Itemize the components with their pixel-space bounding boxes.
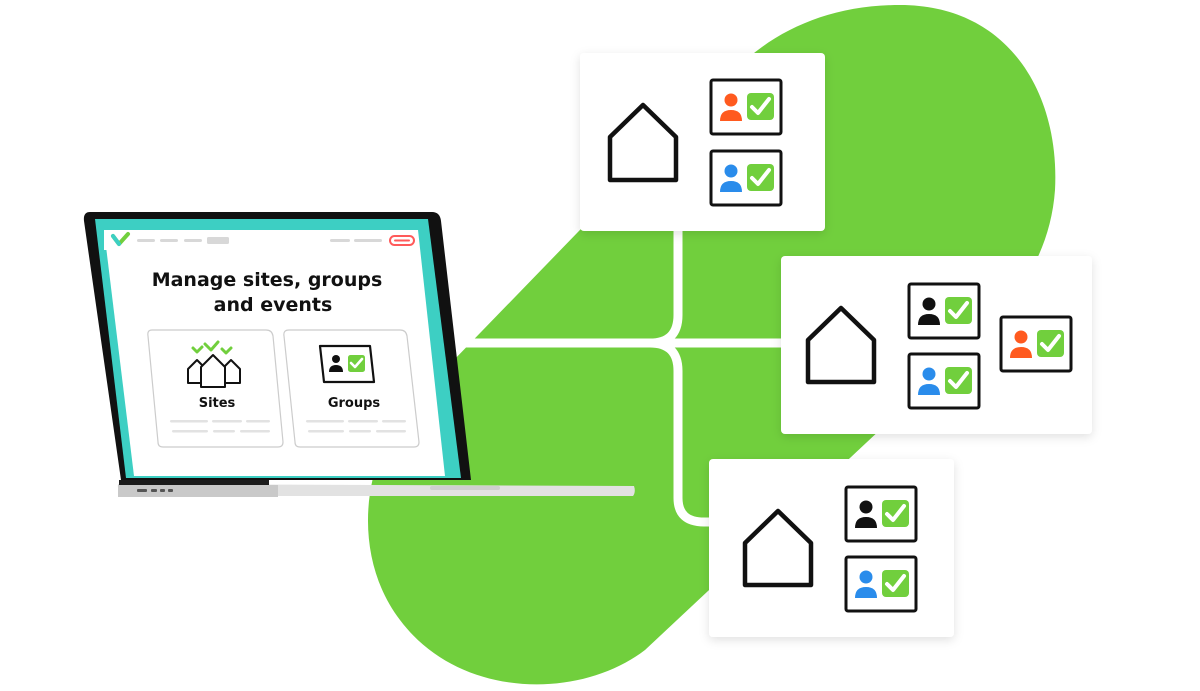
- member-badge-blue: [907, 352, 981, 410]
- member-badge-black: [907, 282, 981, 340]
- laptop-card-sites: Sites: [147, 329, 284, 448]
- site-card: [709, 459, 954, 637]
- sites-check-marks: [191, 340, 233, 355]
- house-icon: [805, 305, 877, 385]
- connector-to-site-card-3: [645, 338, 725, 527]
- laptop-page-nav: [104, 230, 418, 250]
- member-badge-blue: [709, 149, 783, 207]
- site-card: [781, 256, 1092, 434]
- house-icon: [742, 508, 814, 588]
- laptop: Manage sites, groups and events Sites: [83, 212, 635, 497]
- group-member-check-icon: [318, 344, 376, 384]
- member-badge-orange: [709, 78, 783, 136]
- laptop-hinge: [119, 480, 269, 485]
- laptop-headline-line2: and events: [214, 294, 333, 316]
- laptop-card-sites-placeholder-lines: [170, 420, 270, 433]
- site-card: [580, 53, 825, 231]
- member-badge-blue: [844, 555, 918, 613]
- laptop-headline-line1: Manage sites, groups: [152, 269, 383, 291]
- house-icon: [607, 102, 679, 183]
- laptop-ports: [137, 489, 173, 492]
- laptop-nav-links: [137, 237, 382, 244]
- sites-houses-icon: [187, 354, 241, 388]
- connector-lines: [453, 215, 805, 527]
- brand-logo-accent: [111, 234, 121, 246]
- laptop-card-sites-label: Sites: [199, 396, 236, 411]
- laptop-nav-button-label: [394, 239, 410, 242]
- laptop-trackpad-notch: [430, 486, 500, 490]
- laptop-card-groups-label: Groups: [328, 396, 381, 411]
- laptop-base-shade: [118, 485, 278, 497]
- laptop-card-groups: Groups: [283, 329, 420, 448]
- laptop-card-groups-placeholder-lines: [306, 420, 406, 433]
- member-badge-orange: [999, 315, 1073, 373]
- member-badge-black: [844, 485, 918, 543]
